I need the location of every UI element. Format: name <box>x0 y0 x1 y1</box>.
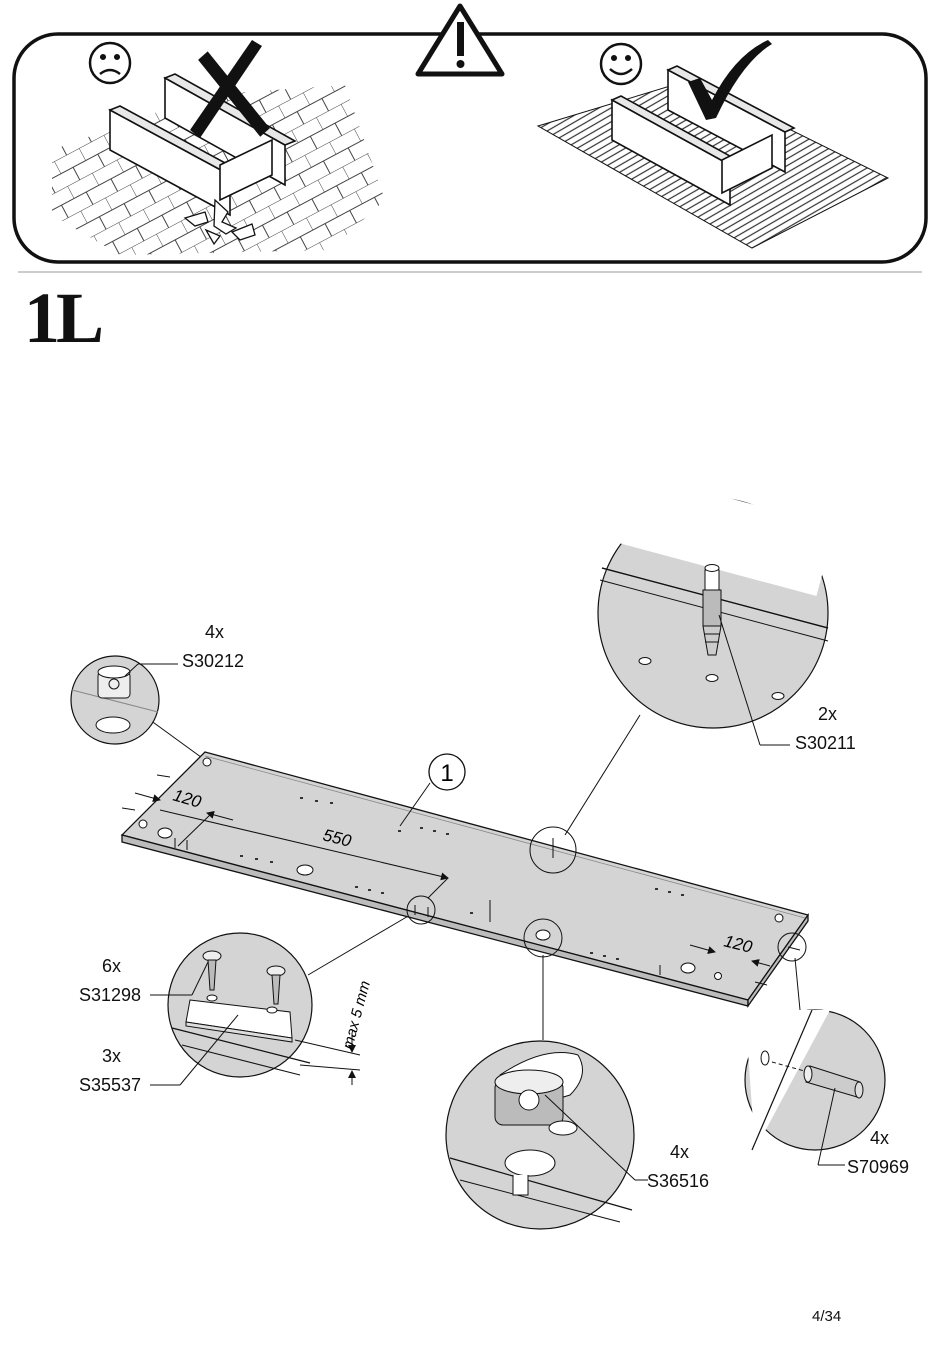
part-code-s36516: S36516 <box>647 1171 710 1191</box>
check-mark-icon <box>688 40 772 120</box>
panel-holes <box>240 797 684 960</box>
panel-number-bubble <box>428 753 466 791</box>
detail-screws-plate <box>150 932 361 1086</box>
dimension-lines <box>134 792 771 967</box>
panel-number: 1 <box>440 760 453 787</box>
sad-face-icon <box>88 41 132 85</box>
part-code-s30212: S30212 <box>182 651 245 671</box>
part-code-s30211: S30211 <box>795 733 856 753</box>
break-debris <box>183 198 256 246</box>
dimension-max-depth: max 5 mm <box>339 979 374 1051</box>
warning-triangle-icon <box>415 3 505 77</box>
part-qty-s35537: 3x <box>102 1046 122 1066</box>
main-panel <box>120 751 810 1009</box>
panel-hardware <box>121 757 801 986</box>
part-qty-s70969: 4x <box>870 1128 890 1148</box>
panel-number-leader <box>399 782 431 827</box>
part-qty-s30211: 2x <box>818 704 838 724</box>
detail-connector-bolt <box>592 466 836 746</box>
detail-dowel <box>744 1009 886 1166</box>
box-on-tiles <box>108 73 297 217</box>
assembly-drawing: 120 550 120 max 5 mm 1 <box>70 466 886 1230</box>
part-code-s35537: S35537 <box>79 1075 142 1095</box>
step-title: 1L <box>24 278 104 358</box>
part-code-s31298: S31298 <box>79 985 142 1005</box>
part-qty-s30212: 4x <box>205 622 225 642</box>
detail-cam-housing <box>70 655 178 745</box>
detail-cam-lock <box>445 1040 648 1230</box>
warning-panel <box>12 3 928 273</box>
part-code-s70969: S70969 <box>847 1157 910 1177</box>
x-mark-icon <box>190 40 270 138</box>
page-number: 4/34 <box>812 1308 842 1325</box>
zoom-markers <box>406 826 807 962</box>
part-qty-s36516: 4x <box>670 1142 690 1162</box>
part-qty-s31298: 6x <box>102 956 122 976</box>
smiley-face-icon <box>599 42 643 86</box>
leader-lines <box>149 714 801 1040</box>
